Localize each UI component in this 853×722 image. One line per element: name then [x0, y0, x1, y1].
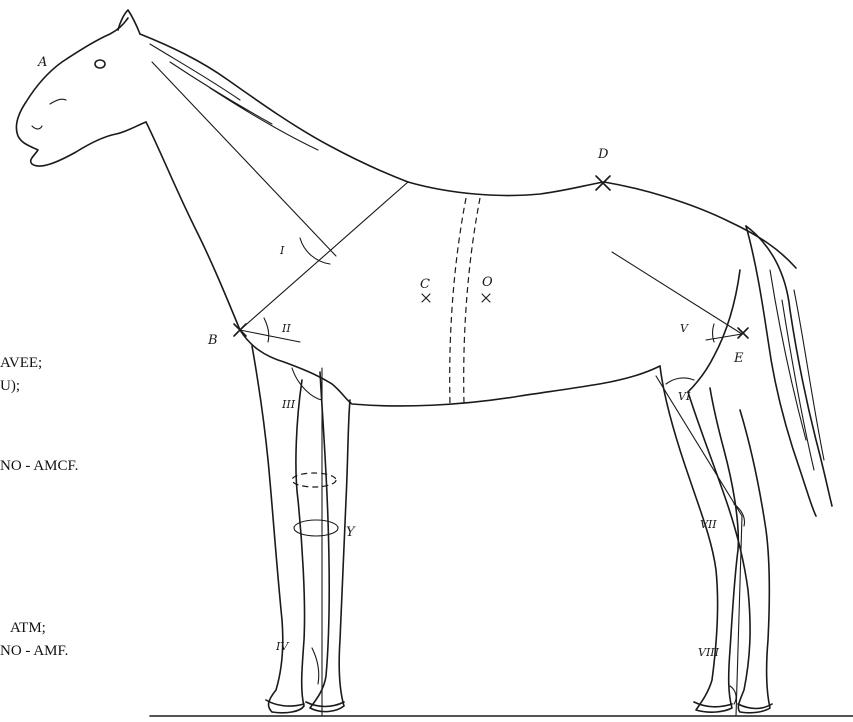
- angle-label: III: [281, 398, 296, 411]
- angle-label: IV: [275, 640, 289, 653]
- point-label-c: C: [420, 277, 430, 292]
- point-label-y: Y: [346, 525, 356, 540]
- side-text-line: NO - AMF.: [0, 643, 68, 660]
- side-text-line: AVEE;: [0, 355, 42, 372]
- angle-label: VIII: [698, 646, 720, 659]
- angle-label: I: [279, 244, 285, 257]
- point-label-b: B: [207, 333, 218, 348]
- point-label-e: E: [733, 351, 744, 366]
- measurement-lines: [152, 62, 748, 716]
- point-label-o: O: [482, 275, 493, 290]
- horse-outline: [16, 10, 853, 716]
- angle-label: V: [680, 322, 689, 335]
- point-label-d: D: [597, 147, 609, 162]
- side-text-line: NO - AMCF.: [0, 458, 78, 475]
- angle-label: II: [281, 322, 291, 335]
- angle-label: VI: [678, 390, 691, 403]
- side-text-line: U);: [0, 378, 20, 395]
- side-text-line: ATM;: [10, 620, 46, 637]
- angle-label: VII: [700, 518, 717, 531]
- point-label-a: A: [37, 55, 47, 70]
